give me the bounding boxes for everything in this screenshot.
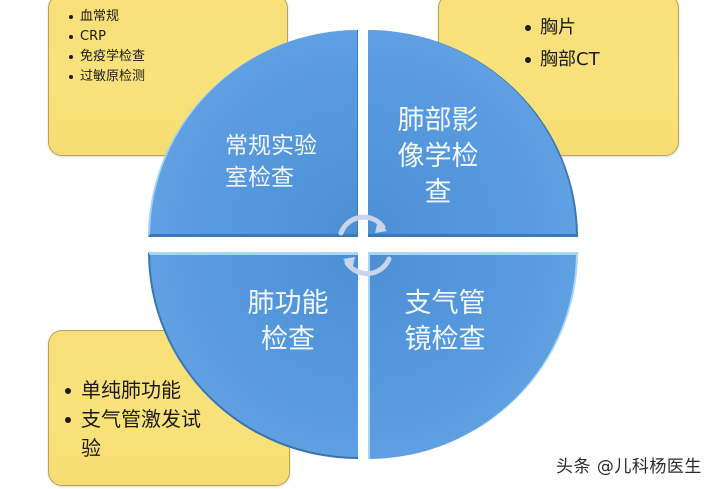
cycle-arrows-icon: [338, 214, 392, 277]
label-line: 室检查: [225, 165, 294, 191]
imaging-list: 胸片 胸部CT: [525, 12, 600, 76]
list-item: 支气管激发试验: [64, 405, 214, 463]
label-line: 查: [424, 177, 452, 208]
label-line: 镜检查: [404, 324, 486, 355]
quadrant-label: 支气管 镜检查: [400, 286, 490, 358]
list-item: 胸部CT: [525, 44, 600, 76]
list-item: 单纯肺功能: [64, 376, 214, 405]
label-line: 肺部影: [397, 105, 479, 136]
list-item: 血常规: [69, 7, 145, 27]
callout-lung-function: 单纯肺功能 支气管激发试验: [48, 330, 290, 486]
label-line: 检查: [261, 324, 315, 355]
quadrant-label: 肺部影 像学检 查: [388, 103, 488, 211]
watermark: 头条 @儿科杨医生: [556, 457, 702, 477]
label-line: 支气管: [404, 288, 486, 319]
lab-tests-list: 血常规 CRP 免疫学检查 过敏原检测: [69, 7, 145, 87]
lung-function-list: 单纯肺功能 支气管激发试验: [64, 376, 214, 463]
label-line: 肺功能: [247, 288, 329, 319]
list-item: 免疫学检查: [69, 47, 145, 67]
quadrant-label: 肺功能 检查: [243, 286, 333, 358]
label-line: 像学检: [397, 141, 479, 172]
list-item: 胸片: [525, 12, 600, 44]
label-line: 常规实验: [225, 133, 317, 159]
list-item: CRP: [69, 27, 145, 47]
list-item: 过敏原检测: [69, 67, 145, 87]
quadrant-label: 常规实验 室检查: [225, 130, 317, 194]
quadrant-bronchoscopy: 支气管 镜检查: [368, 252, 578, 459]
